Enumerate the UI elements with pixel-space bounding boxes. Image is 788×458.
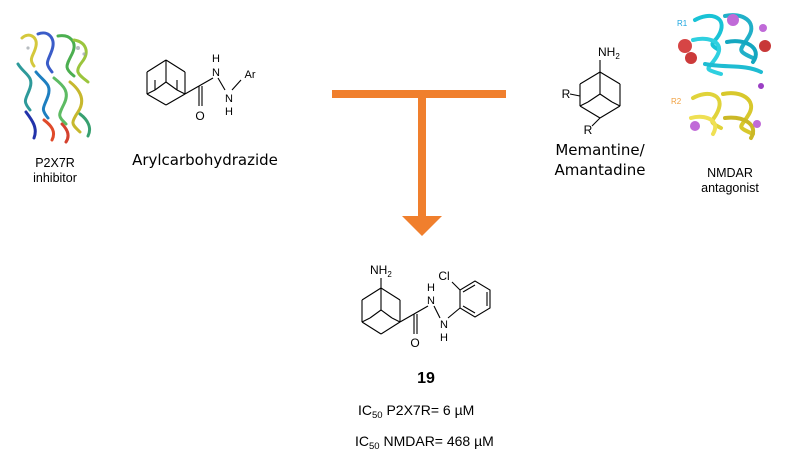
compound-19-nh-text: NH [370,263,387,277]
merge-arrow [332,90,506,236]
ic50-nmdar-subscript: 50 [369,441,380,452]
compound-19-n1-atom: N [427,295,435,307]
p2x7r-label-line2: inhibitor [33,171,77,185]
memantine-label-line2: Amantadine [554,161,646,179]
arylcarbohydrazide-ar-group: Ar [245,69,256,81]
p2x7r-label: P2X7R inhibitor [20,156,90,186]
nmdar-protein-icon: R1 R2 [671,13,771,140]
nmdar-label-line1: NMDAR [707,166,753,180]
arrow-stem [418,98,426,218]
p2x7r-protein-icon [16,31,92,144]
compound-19-h2-atom: H [440,332,448,344]
nmdar-label-line2: antagonist [701,181,759,195]
ic50-nmdar-value: IC50 NMDAR= 468 µM [355,433,494,452]
ic50-nmdar-text: NMDAR= 468 µM [379,433,494,449]
compound-19-o-atom: O [410,336,419,350]
arylcarbohydrazide-label: Arylcarbohydrazide [132,151,278,169]
compound-19-cl-atom: Cl [438,269,449,283]
memantine-nh2-subscript: 2 [615,52,620,61]
arylcarbohydrazide-o-atom: O [195,109,204,123]
p2x7r-label-line1: P2X7R [35,156,75,170]
ic50-p2x7r-prefix: IC [358,402,372,418]
memantine-structure: NH2 R R [562,45,621,137]
compound-19-nh2-subscript: 2 [387,270,392,279]
compound-19-nh2-atom: NH2 [370,263,392,279]
nmdar-r2-tag: R2 [671,97,682,106]
nmdar-r1-tag: R1 [677,19,688,28]
arylcarbohydrazide-h2-atom: H [225,106,233,118]
memantine-label-line1: Memantine/ [555,141,645,159]
compound-number: 19 [417,370,435,387]
compound-19-h1-atom: H [427,282,435,294]
arylcarbohydrazide-structure: O H N N H Ar [146,53,256,123]
ic50-p2x7r-subscript: 50 [372,410,383,421]
arylcarbohydrazide-n2-atom: N [225,93,233,105]
memantine-label: Memantine/ Amantadine [542,140,658,180]
ic50-p2x7r-value: IC50 P2X7R= 6 µM [358,402,474,421]
arrow-head [402,216,442,236]
arrow-crossbar [332,90,506,98]
memantine-r-bottom: R [584,123,593,137]
arylcarbohydrazide-h1-atom: H [212,53,220,65]
memantine-r-top: R [562,87,571,101]
compound-19-n2-atom: N [440,319,448,331]
memantine-nh2-atom: NH2 [598,45,620,61]
ic50-p2x7r-text: P2X7R= 6 µM [382,402,475,418]
compound-19-structure: NH2 Cl H N N H O [361,263,491,350]
arylcarbohydrazide-n1-atom: N [212,67,220,79]
ic50-nmdar-prefix: IC [355,433,369,449]
memantine-nh-text: NH [598,45,615,59]
nmdar-label: NMDAR antagonist [690,166,770,196]
